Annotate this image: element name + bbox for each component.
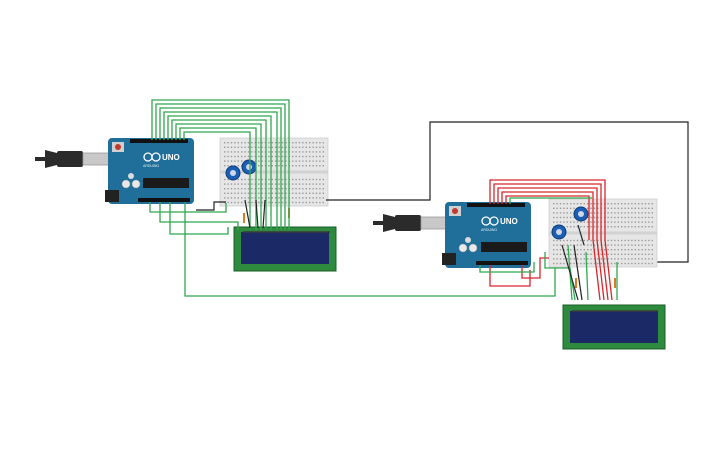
wires-right-red[interactable] xyxy=(489,179,613,301)
arduino-left[interactable]: UNO ARDUINO xyxy=(105,138,194,204)
lcd-display-right[interactable] xyxy=(562,304,666,350)
board-brand-left: UNO xyxy=(162,153,180,162)
potentiometer-knob-icon[interactable] xyxy=(225,165,241,181)
potentiometer-knob-icon[interactable] xyxy=(551,224,567,240)
wires-left[interactable] xyxy=(149,99,565,297)
usb-cable-left[interactable] xyxy=(35,150,114,168)
arduino-right[interactable]: UNO ARDUINO xyxy=(442,202,531,268)
potentiometer-knob-icon[interactable] xyxy=(241,159,257,175)
board-model-left: ARDUINO xyxy=(143,164,159,168)
lcd-display-left[interactable] xyxy=(233,226,337,272)
resistor[interactable] xyxy=(243,213,245,223)
infinity-logo-icon xyxy=(143,152,161,162)
potentiometer-knob-icon[interactable] xyxy=(573,206,589,222)
resistor[interactable] xyxy=(614,278,616,288)
resistor[interactable] xyxy=(575,278,577,288)
board-brand-right: UNO xyxy=(500,217,518,226)
wire-black-link[interactable] xyxy=(326,121,689,263)
usb-cable-right[interactable] xyxy=(373,214,452,232)
wires-right-green[interactable] xyxy=(479,197,618,301)
board-model-right: ARDUINO xyxy=(481,228,497,232)
infinity-logo-icon xyxy=(481,216,499,226)
